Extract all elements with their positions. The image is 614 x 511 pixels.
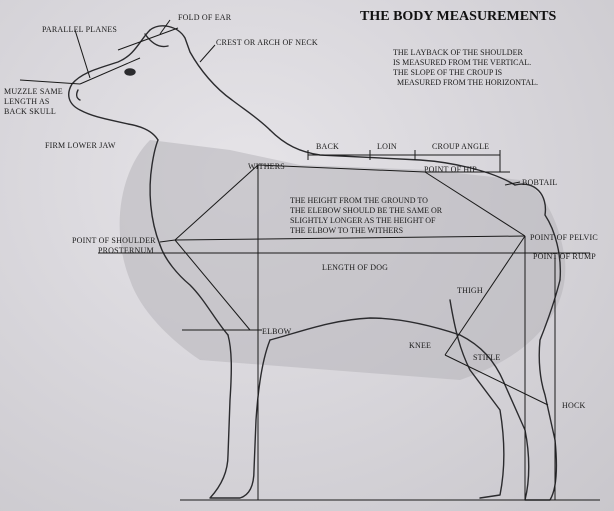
label-crest-of-neck: CREST OR ARCH OF NECK bbox=[216, 38, 318, 47]
layback-note-line-1: THE LAYBACK OF THE SHOULDER bbox=[393, 48, 523, 57]
label-croup-angle: CROUP ANGLE bbox=[432, 142, 490, 151]
thigh-line bbox=[444, 235, 526, 356]
layback-note-line-2: IS MEASURED FROM THE VERTICAL. bbox=[393, 58, 532, 67]
ear-pointer-line bbox=[159, 19, 171, 35]
muzzle-pointer-line bbox=[19, 79, 81, 85]
upper-arm-line bbox=[174, 239, 251, 331]
parallel-plane-skull-line bbox=[117, 27, 179, 51]
croup-slope-line bbox=[424, 171, 526, 237]
label-point-of-hip: POINT OF HIP bbox=[424, 165, 477, 174]
shoulder-to-pelvic-line bbox=[174, 235, 526, 241]
dog-fur-shading bbox=[119, 140, 566, 380]
label-bobtail: BOBTAIL bbox=[522, 178, 558, 187]
label-hock: HOCK bbox=[562, 401, 586, 410]
measurement-lines bbox=[19, 19, 600, 501]
layback-note-line-3: THE SLOPE OF THE CROUP IS bbox=[393, 68, 503, 77]
label-back: BACK bbox=[316, 142, 340, 151]
height-note: THE HEIGHT FROM THE GROUND TO THE ELEBOW… bbox=[290, 196, 442, 236]
stifle-line bbox=[444, 354, 549, 406]
label-firm-lower-jaw: FIRM LOWER JAW bbox=[45, 141, 116, 150]
height-note-line-3: SLIGHTLY LONGER AS THE HEIGHT OF bbox=[290, 216, 436, 225]
label-loin: LOIN bbox=[377, 142, 397, 151]
label-parallel-planes: PARALLEL PLANES bbox=[42, 25, 118, 34]
topline-line bbox=[257, 164, 426, 173]
label-withers: WITHERS bbox=[248, 162, 285, 171]
neck-pointer-line bbox=[199, 44, 216, 63]
label-point-of-rump: POINT OF RUMP bbox=[533, 252, 596, 261]
layback-note: THE LAYBACK OF THE SHOULDER IS MEASURED … bbox=[393, 48, 538, 88]
label-fold-of-ear: FOLD OF EAR bbox=[178, 13, 232, 22]
label-muzzle-3: BACK SKULL bbox=[4, 107, 57, 116]
label-muzzle-2: LENGTH AS bbox=[4, 97, 50, 106]
shoulder-layback-line bbox=[174, 164, 259, 241]
parallel-planes-pointer-line bbox=[74, 29, 91, 79]
label-length-of-dog: LENGTH OF DOG bbox=[322, 263, 389, 272]
label-knee: KNEE bbox=[409, 341, 432, 350]
dog-outline bbox=[68, 25, 562, 501]
page-title: THE BODY MEASUREMENTS bbox=[360, 9, 557, 24]
layback-note-line-4: MEASURED FROM THE HORIZONTAL. bbox=[397, 78, 538, 87]
height-note-line-4: THE ELBOW TO THE WITHERS bbox=[290, 226, 404, 235]
label-thigh: THIGH bbox=[457, 286, 483, 295]
label-stifle: STIFLE bbox=[473, 353, 501, 362]
parallel-plane-muzzle-line bbox=[79, 57, 141, 85]
label-muzzle-1: MUZZLE SAME bbox=[4, 87, 63, 96]
label-elbow: ELBOW bbox=[262, 327, 292, 336]
label-prosternum: PROSTERNUM bbox=[98, 246, 154, 255]
label-point-of-shoulder: POINT OF SHOULDER bbox=[72, 236, 156, 245]
height-note-line-2: THE ELEBOW SHOULD BE THE SAME OR bbox=[290, 206, 443, 215]
height-note-line-1: THE HEIGHT FROM THE GROUND TO bbox=[290, 196, 428, 205]
label-point-of-pelvic: POINT OF PELVIC bbox=[530, 233, 598, 242]
